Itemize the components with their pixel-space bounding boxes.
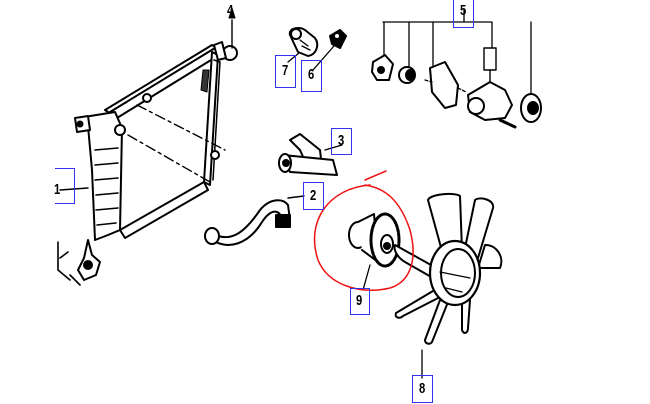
upper-hose-drawing bbox=[278, 133, 343, 176]
label-box-5 bbox=[453, 0, 474, 28]
annotation-circle bbox=[313, 170, 414, 291]
label-box-1 bbox=[55, 168, 75, 204]
label-7[interactable]: 7 bbox=[282, 62, 289, 79]
label-box-8 bbox=[412, 375, 433, 403]
label-8[interactable]: 8 bbox=[419, 380, 426, 397]
label-1[interactable]: 1 bbox=[54, 181, 61, 198]
label-box-6 bbox=[301, 60, 322, 92]
label-box-9 bbox=[350, 288, 370, 315]
label-3[interactable]: 3 bbox=[338, 132, 345, 149]
fan-blade-drawing bbox=[393, 192, 503, 379]
radiator-drawing bbox=[57, 41, 238, 286]
label-box-7 bbox=[275, 55, 296, 88]
thermostat-assembly-drawing bbox=[371, 9, 542, 129]
label-4[interactable]: 4 bbox=[227, 2, 234, 19]
fan-clutch-drawing bbox=[348, 212, 401, 291]
label-box-2 bbox=[303, 182, 324, 210]
temperature-sender-drawing bbox=[312, 29, 347, 71]
label-6[interactable]: 6 bbox=[308, 66, 315, 83]
lower-hose-drawing bbox=[204, 195, 305, 246]
label-box-3 bbox=[331, 128, 352, 155]
label-2[interactable]: 2 bbox=[310, 187, 317, 204]
temperature-switch-drawing bbox=[287, 26, 319, 63]
label-5[interactable]: 5 bbox=[460, 2, 467, 19]
label-9[interactable]: 9 bbox=[356, 292, 363, 309]
